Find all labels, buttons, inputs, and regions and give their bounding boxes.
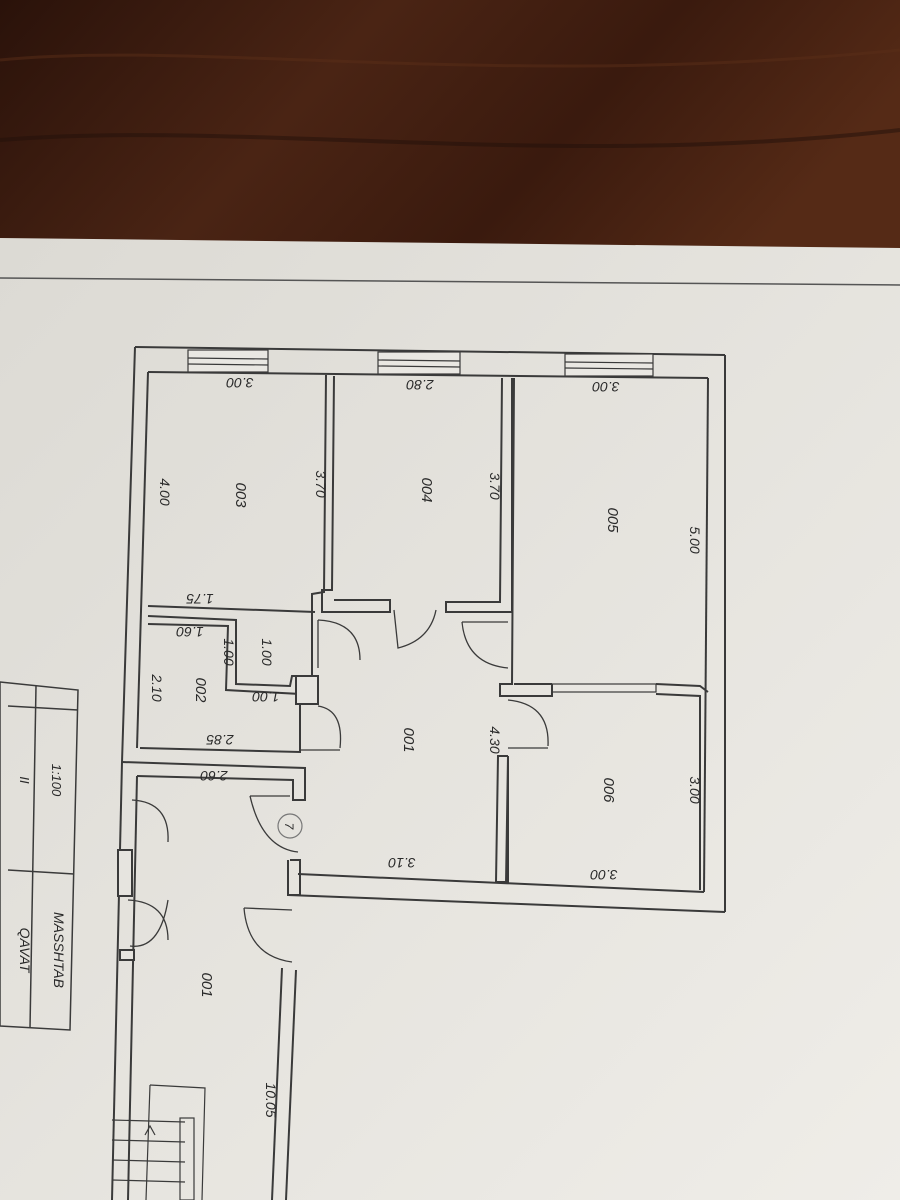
- dim-285: 2.85: [206, 732, 234, 748]
- dim-100-b: 1.00: [259, 638, 275, 665]
- room-005-walls: [499, 377, 553, 697]
- dim-260: 2.60: [200, 768, 228, 784]
- room-002-label: 002: [192, 677, 209, 703]
- room-002-walls: [139, 623, 301, 754]
- title-floor-value: II: [17, 776, 32, 784]
- room-004-walls: [321, 375, 391, 613]
- room-005-label: 005: [604, 507, 621, 533]
- staircase: [111, 1084, 206, 1200]
- dim-430: 4.30: [487, 726, 503, 753]
- dim-006-height: 3.00: [687, 776, 703, 803]
- windows: [187, 349, 657, 693]
- title-scale-label: MASSHTAB: [51, 912, 67, 988]
- dim-100-c: 1.00: [252, 689, 279, 705]
- dim-1005: 10.05: [263, 1082, 279, 1117]
- dim-310: 3.10: [388, 855, 415, 871]
- title-block: [0, 681, 79, 1031]
- paper-sheet: [0, 238, 900, 1200]
- dimension-labels: 3.00 2.80 3.00 4.00 3.70 3.70 5.00 1.75 …: [149, 375, 703, 1118]
- room-003-label: 003: [232, 482, 249, 508]
- dim-003-height: 4.00: [157, 478, 173, 505]
- dim-005-height: 5.00: [687, 526, 703, 553]
- dim-003-height-2: 3.70: [313, 470, 329, 497]
- title-floor-label: QAVAT: [17, 928, 33, 974]
- dim-175: 1.75: [186, 591, 213, 607]
- dim-003-width: 3.00: [226, 375, 253, 391]
- dim-005-width: 3.00: [592, 379, 619, 395]
- room-001-label: 001: [400, 727, 417, 752]
- room-004-label: 004: [418, 477, 435, 502]
- outer-walls: [121, 346, 726, 913]
- dim-160: 1.60: [176, 624, 203, 640]
- dim-004-height: 3.70: [487, 472, 503, 499]
- doors: [127, 609, 549, 963]
- title-scale-value: 1:100: [49, 764, 64, 797]
- dim-004-width: 2.80: [406, 377, 434, 393]
- room-003-walls: [147, 374, 327, 688]
- floor-plan: [111, 346, 726, 1200]
- room-001-stair-label: 001: [198, 972, 215, 997]
- dim-210: 2.10: [149, 673, 165, 701]
- dim-100-a: 1.00: [221, 638, 237, 665]
- marker-number: 7: [282, 823, 296, 831]
- room-006-label: 006: [600, 777, 617, 803]
- room-006-walls: [655, 693, 701, 890]
- dim-006-width: 3.00: [590, 867, 617, 883]
- section-marker: 7: [277, 813, 303, 839]
- room-labels: 003 004 005 002 001 006 001: [192, 477, 621, 997]
